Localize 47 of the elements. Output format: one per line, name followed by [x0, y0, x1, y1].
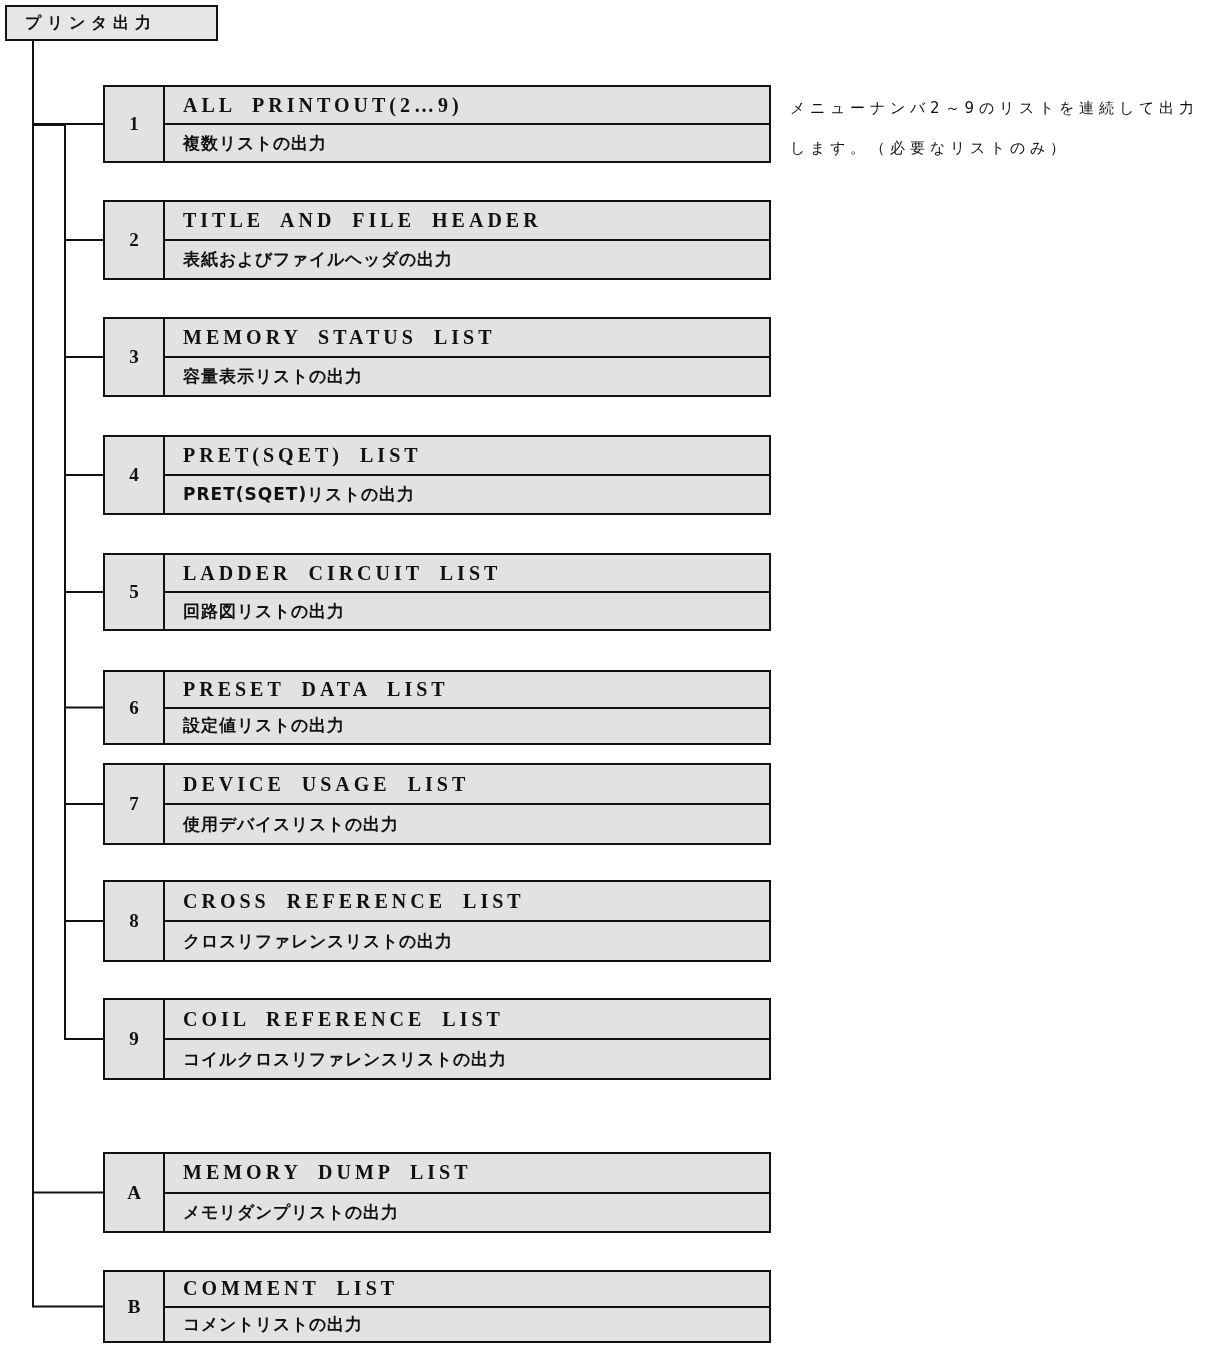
menu-title: COMMENT LIST — [165, 1272, 769, 1308]
menu-box — [103, 435, 771, 515]
menu-description: 設定値リストの出力 — [182, 714, 346, 738]
menu-description: PRET(SQET)リストの出力 — [182, 483, 417, 506]
menu-title: PRET(SQET) LIST — [165, 437, 769, 476]
menu-number: 5 — [105, 555, 165, 629]
menu-description: コイルクロスリファレンスリストの出力 — [182, 1047, 508, 1071]
menu-box — [103, 553, 771, 631]
menu-box — [103, 200, 771, 280]
menu-title: ALL PRINTOUT(2…9) — [165, 87, 769, 125]
menu-description: 複数リストの出力 — [181, 131, 328, 155]
menu-box — [103, 670, 771, 745]
menu-number: 7 — [105, 765, 165, 843]
menu-title: LADDER CIRCUIT LIST — [165, 555, 769, 593]
title-box — [5, 5, 218, 41]
menu-title: COIL REFERENCE LIST — [165, 1000, 769, 1040]
title-text: プリンタ出力 — [25, 12, 157, 34]
menu-title: MEMORY STATUS LIST — [165, 319, 769, 358]
menu-description: 容量表示リストの出力 — [182, 365, 364, 388]
menu-title: PRESET DATA LIST — [165, 672, 769, 709]
menu-title: CROSS REFERENCE LIST — [165, 882, 769, 922]
menu-description: 使用デバイスリストの出力 — [182, 812, 400, 836]
menu-box — [103, 1270, 771, 1343]
menu-title: DEVICE USAGE LIST — [165, 765, 769, 805]
menu-number: 8 — [105, 882, 165, 960]
menu-number: 9 — [105, 1000, 165, 1078]
menu-number: B — [105, 1272, 165, 1341]
menu-box — [103, 317, 771, 397]
menu-description: クロスリファレンスリストの出力 — [182, 929, 454, 953]
menu-number: A — [105, 1154, 165, 1231]
menu-number: 6 — [105, 672, 165, 743]
menu-number: 4 — [105, 437, 165, 513]
menu-title: MEMORY DUMP LIST — [165, 1154, 769, 1194]
menu-number: 1 — [105, 87, 165, 161]
menu-box — [103, 998, 771, 1080]
menu-description: メモリダンプリストの出力 — [182, 1200, 400, 1224]
menu-description: コメントリストの出力 — [182, 1312, 364, 1336]
menu-box — [103, 763, 771, 845]
menu-number: 2 — [105, 202, 165, 278]
menu-box — [103, 1152, 771, 1233]
menu-description: 表紙およびファイルヘッダの出力 — [182, 248, 454, 271]
menu-number: 3 — [105, 319, 165, 395]
menu-box — [103, 880, 771, 962]
menu-description: 回路図リストの出力 — [182, 599, 346, 623]
note-text: メニューナンバ2～9のリストを連続して出力します。（必要なリストのみ） — [790, 98, 1201, 159]
menu-box — [103, 85, 771, 163]
menu-title: TITLE AND FILE HEADER — [165, 202, 769, 241]
